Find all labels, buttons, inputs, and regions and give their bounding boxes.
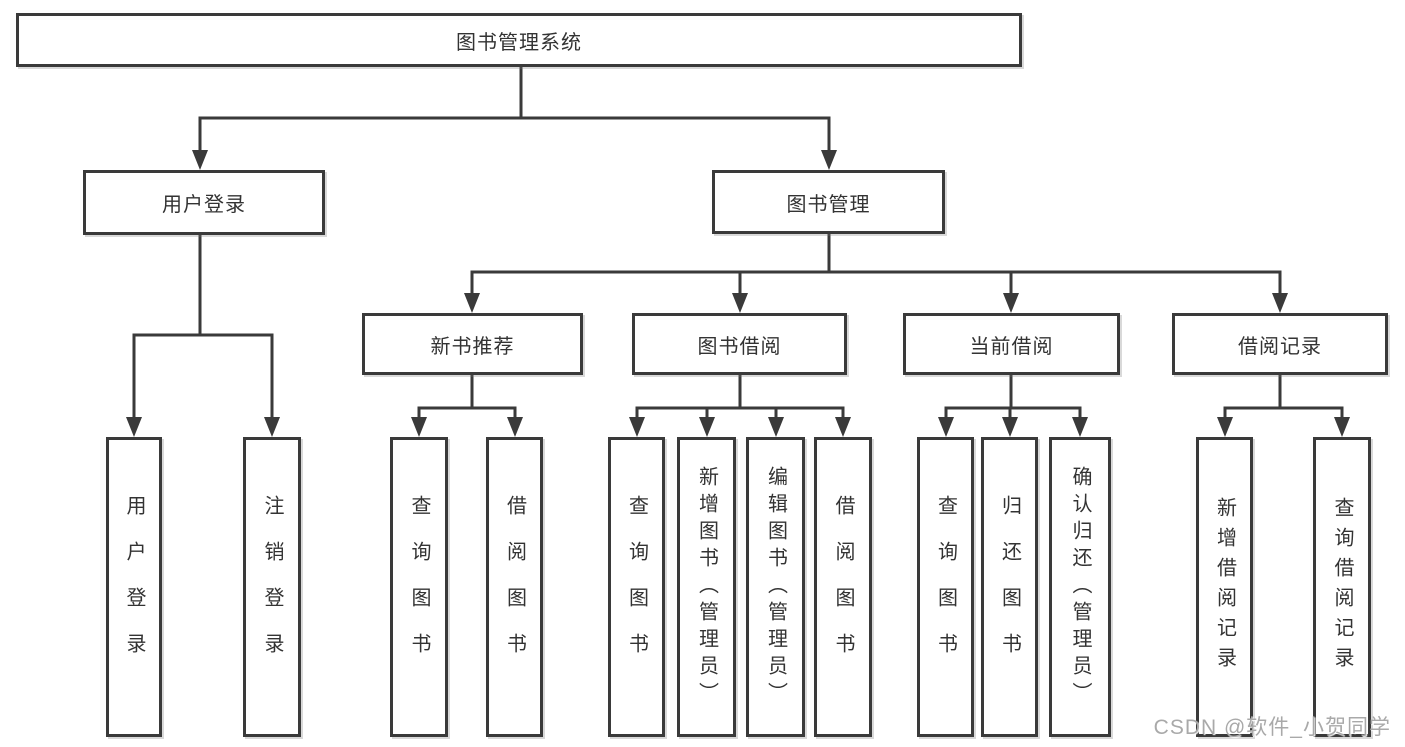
node-label: 编辑图书（管理员） — [764, 465, 787, 709]
arrow-down-icon — [1217, 417, 1233, 437]
arrow-down-icon — [629, 417, 645, 437]
connector-root-to-level2 — [198, 65, 831, 154]
node-label: 查询图书 — [934, 495, 957, 679]
arrow-down-icon — [699, 417, 715, 437]
node-borrowing-records: 借阅记录 — [1172, 313, 1388, 375]
node-label: 确认归还（管理员） — [1069, 465, 1091, 709]
node-label: 借阅记录 — [1238, 335, 1322, 358]
node-label: 图书管理 — [786, 193, 871, 216]
node-label: 查询借阅记录 — [1331, 497, 1353, 677]
connector-records-to-leaves — [1223, 373, 1344, 422]
leaf-query-books-borrowing: 查询图书 — [608, 437, 665, 737]
connector-newrec-to-leaves — [417, 373, 517, 422]
node-book-management: 图书管理 — [712, 170, 945, 234]
arrow-down-icon — [732, 293, 748, 313]
node-label: 查询图书 — [408, 495, 430, 679]
leaf-return-books: 归还图书 — [981, 437, 1038, 737]
node-label: 用户登录 — [162, 194, 246, 216]
node-book-borrowing: 图书借阅 — [632, 313, 847, 375]
arrow-down-icon — [411, 417, 427, 437]
node-library-management-system: 图书管理系统 — [16, 13, 1022, 67]
csdn-watermark: CSDN @软件_小贺同学 — [1153, 716, 1391, 739]
node-label: 用户登录 — [123, 495, 145, 679]
leaf-query-borrow-record: 查询借阅记录 — [1313, 437, 1371, 737]
connector-borrow-to-leaves — [635, 373, 845, 422]
node-current-borrowing: 当前借阅 — [903, 313, 1120, 375]
arrow-down-icon — [1072, 417, 1088, 437]
arrow-down-icon — [1003, 293, 1019, 313]
leaf-confirm-return-admin: 确认归还（管理员） — [1049, 437, 1111, 737]
arrow-down-icon — [1334, 417, 1350, 437]
arrow-down-icon — [835, 417, 851, 437]
leaf-add-borrow-record: 新增借阅记录 — [1196, 437, 1253, 737]
connector-bookmgmt-to-level3 — [470, 232, 1282, 298]
leaf-user-login: 用户登录 — [106, 437, 162, 737]
arrow-down-icon — [768, 417, 784, 437]
arrow-down-icon — [126, 417, 142, 437]
connector-current-to-leaves — [944, 373, 1082, 422]
leaf-borrow-books-recommend: 借阅图书 — [486, 437, 543, 737]
arrow-down-icon — [464, 293, 480, 313]
leaf-query-books-recommend: 查询图书 — [390, 437, 448, 737]
node-label: 新增图书（管理员） — [695, 465, 718, 709]
node-label: 当前借阅 — [969, 335, 1054, 358]
node-new-book-recommendation: 新书推荐 — [362, 313, 583, 375]
node-label: 图书管理系统 — [456, 31, 582, 54]
leaf-add-book-admin: 新增图书（管理员） — [677, 437, 736, 737]
node-label: 归还图书 — [998, 495, 1021, 679]
arrow-down-icon — [192, 150, 208, 170]
arrow-down-icon — [821, 150, 837, 170]
node-label: 新增借阅记录 — [1213, 497, 1236, 677]
node-label: 借阅图书 — [503, 495, 526, 679]
leaf-borrow-books-borrowing: 借阅图书 — [814, 437, 872, 737]
arrow-down-icon — [264, 417, 280, 437]
arrow-down-icon — [507, 417, 523, 437]
node-label: 注销登录 — [261, 495, 283, 679]
leaf-edit-book-admin: 编辑图书（管理员） — [746, 437, 805, 737]
connector-userlogin-to-leaves — [132, 233, 274, 421]
node-label: 借阅图书 — [832, 495, 854, 679]
node-label: 图书借阅 — [697, 335, 782, 358]
arrow-down-icon — [1002, 417, 1018, 437]
node-label: 新书推荐 — [430, 335, 515, 358]
node-user-login: 用户登录 — [83, 170, 325, 235]
node-label: 查询图书 — [625, 495, 648, 679]
leaf-logout: 注销登录 — [243, 437, 301, 737]
leaf-query-books-current: 查询图书 — [917, 437, 974, 737]
arrow-down-icon — [1272, 293, 1288, 313]
arrow-down-icon — [938, 417, 954, 437]
